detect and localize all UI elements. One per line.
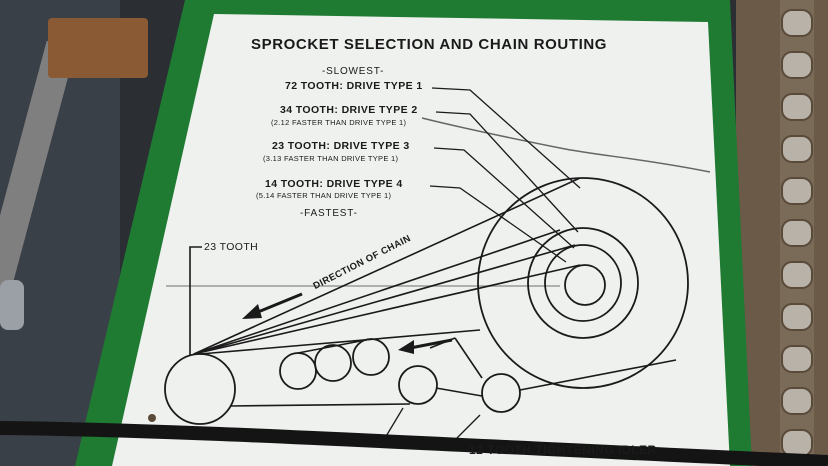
- slowest-label: -SLOWEST-: [322, 66, 385, 77]
- cable: [0, 421, 828, 466]
- plate-crack: [421, 117, 711, 173]
- rusty-bracket: [48, 18, 148, 78]
- drive-type-1-label: 72 TOOTH: DRIVE TYPE 1: [285, 80, 423, 92]
- drive-type-3-label: 23 TOOTH: DRIVE TYPE 3: [272, 140, 410, 152]
- tightening-idler-12-tooth: [481, 373, 521, 413]
- fastest-label: -FASTEST-: [300, 208, 358, 219]
- drive-type-4-label: 14 TOOTH: DRIVE TYPE 4: [265, 178, 403, 190]
- sprocket-72-tooth: [477, 177, 689, 389]
- leader-lines: [384, 87, 581, 446]
- return-arrow: [398, 338, 453, 354]
- drive-sprocket-set: [477, 177, 689, 389]
- left-sprocket-label: 23 TOOTH: [204, 241, 259, 253]
- sprocket-14-tooth: [564, 264, 606, 306]
- drive-type-3-note: (3.13 FASTER THAN DRIVE TYPE 1): [263, 154, 399, 163]
- sign-title: SPROCKET SELECTION AND CHAIN ROUTING: [251, 36, 608, 53]
- left-metal-rod: [0, 40, 76, 320]
- drive-type-4-note: (5.14 FASTER THAN DRIVE TYPE 1): [256, 191, 392, 200]
- tightening-idler-label: 12 TOOTH TIGHTENING IDLER: [469, 443, 657, 457]
- sprocket-23-tooth: [544, 244, 622, 322]
- screw-hole: [148, 414, 156, 422]
- left-label-bracket: [189, 246, 202, 356]
- roller-chain: [780, 0, 814, 466]
- sign-plate: [112, 14, 730, 466]
- left-bolt: [0, 280, 24, 330]
- direction-arrow: [242, 292, 303, 319]
- chain-routing-lines: [166, 177, 677, 407]
- sprocket-34-tooth: [527, 227, 639, 339]
- drive-type-2-note: (2.12 FASTER THAN DRIVE TYPE 1): [271, 118, 407, 127]
- drive-type-2-label: 34 TOOTH: DRIVE TYPE 2: [280, 104, 418, 116]
- idler-rollers: [279, 338, 521, 413]
